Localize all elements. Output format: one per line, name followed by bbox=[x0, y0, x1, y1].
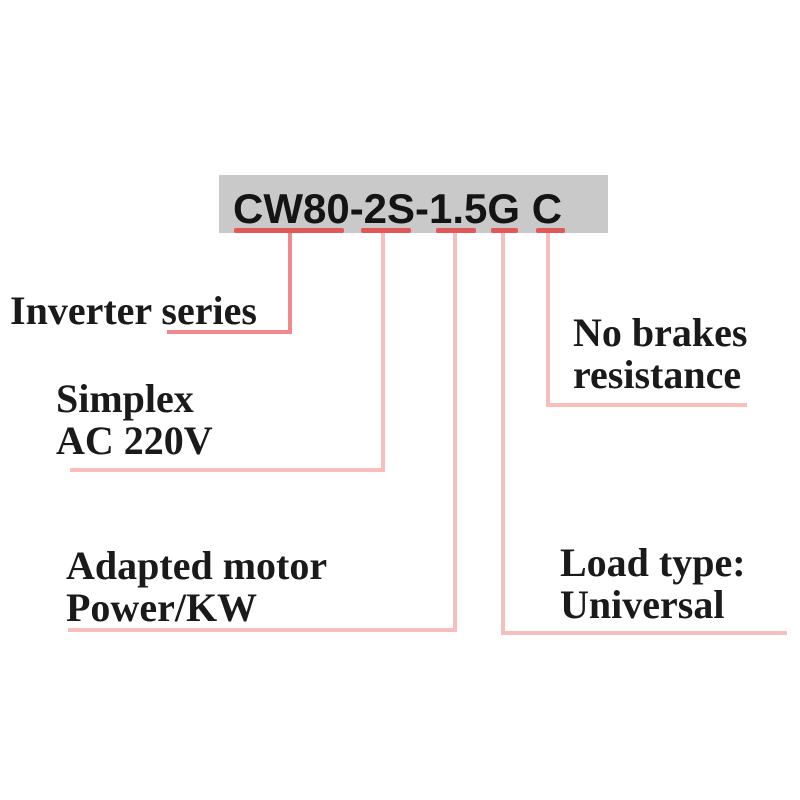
underline-segment-2s bbox=[361, 228, 411, 233]
connector-line-adapted-motor bbox=[68, 233, 457, 632]
label-line: Load type: bbox=[560, 540, 746, 585]
label-no-brakes-resistance: No brakes resistance bbox=[573, 312, 747, 396]
label-adapted-motor-power: Adapted motor Power/KW bbox=[66, 545, 327, 629]
label-simplex-ac220v: Simplex AC 220V bbox=[56, 378, 213, 462]
label-line: No brakes bbox=[573, 310, 748, 355]
model-number-box: CW80-2S-1.5G C bbox=[219, 175, 608, 233]
connector-line-no-brakes bbox=[546, 233, 747, 407]
label-line: Inverter series bbox=[10, 288, 257, 333]
label-inverter-series: Inverter series bbox=[10, 290, 257, 332]
label-line: resistance bbox=[573, 352, 742, 397]
connector-line-inverter-series bbox=[167, 233, 292, 334]
label-line: Adapted motor bbox=[66, 543, 328, 588]
underline-segment-g bbox=[491, 228, 518, 233]
underline-segment-1-5 bbox=[436, 228, 476, 233]
label-line: Power/KW bbox=[66, 585, 258, 630]
label-line: Simplex bbox=[56, 376, 194, 421]
label-load-type-universal: Load type: Universal bbox=[560, 542, 746, 626]
connector-line-load-type bbox=[501, 233, 787, 635]
label-line: AC 220V bbox=[56, 418, 213, 463]
underline-segment-cw80 bbox=[234, 228, 344, 233]
model-number-text: CW80-2S-1.5G C bbox=[233, 185, 563, 232]
connector-line-simplex bbox=[70, 233, 385, 472]
underline-segment-c bbox=[536, 228, 565, 233]
label-line: Universal bbox=[560, 582, 725, 627]
